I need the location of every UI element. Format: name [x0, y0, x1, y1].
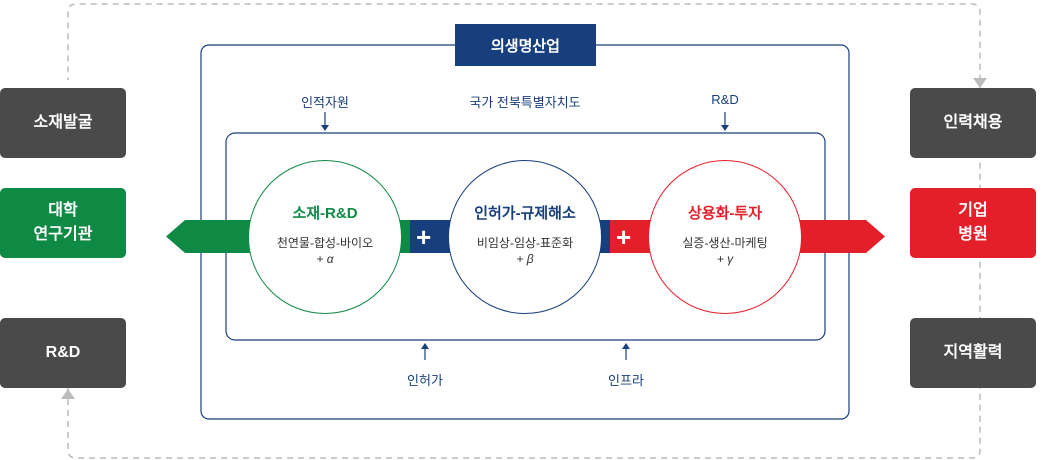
- circle-material-rnd-greek: + α: [316, 251, 334, 266]
- left-box-university-research: 대학 연구기관: [0, 188, 126, 258]
- arrow-human-resources-head: [321, 125, 329, 131]
- circle-permit-deregulation-greek: + β: [516, 251, 534, 266]
- left-box-rnd: R&D: [0, 318, 126, 388]
- arrow-infra-head: [622, 343, 630, 349]
- right-box-regional-vitality: 지역활력: [910, 318, 1036, 388]
- label-infra: 인프라: [608, 373, 644, 388]
- circle-material-rnd-title: 소재-R&D: [292, 204, 358, 222]
- circle-commercialization-investment-title: 상용화-투자: [688, 204, 762, 222]
- circle-commercialization-investment-greek: + γ: [716, 251, 734, 266]
- plus-sign-right: +: [616, 222, 632, 252]
- right-box-company-hospital: 기업 병원: [910, 188, 1036, 258]
- arrow-rnd-head: [721, 125, 729, 131]
- label-national-jeonbuk: 국가 전북특별자치도: [469, 95, 581, 110]
- label-human-resources: 인적자원: [301, 95, 349, 110]
- dashed-arrowhead-right: [973, 78, 987, 88]
- circle-permit-deregulation-sub: 비임상-임상-표준화: [476, 235, 574, 250]
- title-tab: 의생명산업: [455, 24, 596, 66]
- circle-permit-deregulation: 인허가-규제해소 비임상-임상-표준화 + β: [448, 160, 602, 314]
- dashed-arrowhead-left: [61, 389, 75, 399]
- circle-commercialization-investment-sub: 실증-생산-마케팅: [682, 235, 768, 250]
- right-box-hiring: 인력채용: [910, 88, 1036, 158]
- circle-commercialization-investment: 상용화-투자 실증-생산-마케팅 + γ: [648, 160, 802, 314]
- label-rnd: R&D: [711, 92, 739, 107]
- circle-material-rnd: 소재-R&D 천연물-합성-바이오 + α: [248, 160, 402, 314]
- plus-sign-left: +: [416, 222, 432, 252]
- arrow-permit-head: [421, 343, 429, 349]
- circle-permit-deregulation-title: 인허가-규제해소: [474, 204, 576, 222]
- left-box-material-discovery: 소재발굴: [0, 88, 126, 158]
- circle-material-rnd-sub: 천연물-합성-바이오: [276, 235, 374, 250]
- label-permit: 인허가: [407, 373, 443, 388]
